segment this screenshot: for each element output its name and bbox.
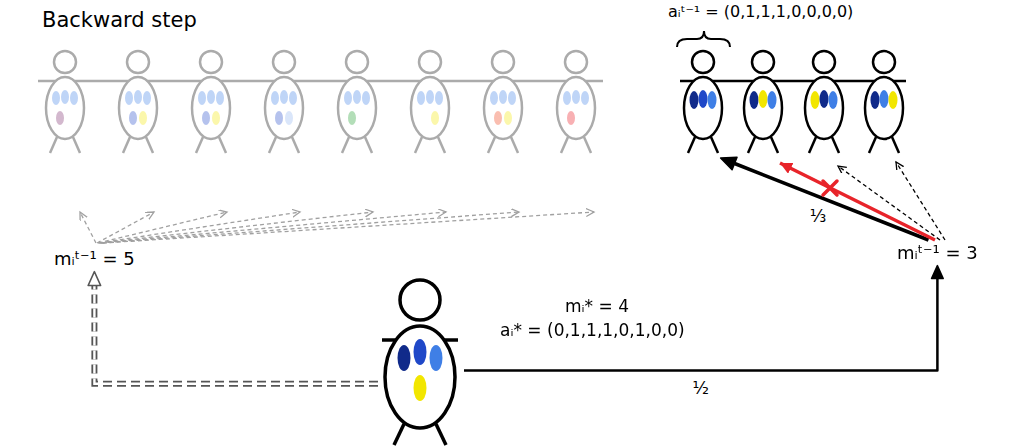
person-figure xyxy=(744,51,782,153)
person-figure xyxy=(192,51,230,153)
person-figure xyxy=(684,51,722,153)
connector-line xyxy=(94,286,378,384)
node-text: aᵢᵗ⁻¹ = (0,1,1,1,0,0,0,0) xyxy=(668,2,853,21)
person-figure xyxy=(484,51,522,153)
node-text: mᵢᵗ⁻¹ = 3 xyxy=(897,242,978,264)
person-figure xyxy=(265,51,303,153)
parent-figure: aᵢᵗ⁻¹ = (0,1,1,1,0,0,0,0) xyxy=(681,48,725,158)
person-figure xyxy=(411,51,449,153)
count-label: mᵢᵗ⁻¹ = 5 xyxy=(50,246,139,272)
sampling-arrows xyxy=(80,212,594,243)
faded-population xyxy=(38,51,603,153)
arrowhead xyxy=(88,272,101,286)
candidate-arrows xyxy=(838,162,945,240)
arrowhead xyxy=(721,157,737,170)
offspring-figure xyxy=(382,280,458,445)
connector xyxy=(464,266,943,371)
connector-line xyxy=(94,286,378,384)
reject-cross xyxy=(823,181,837,195)
node-text: mᵢᵗ⁻¹ = 5 xyxy=(54,248,135,270)
person-figure xyxy=(865,51,903,153)
edge-label: ½ xyxy=(690,378,710,398)
connector-line xyxy=(464,279,937,371)
parent-population xyxy=(680,51,906,153)
rejected-arrow xyxy=(780,163,935,240)
person-figure xyxy=(338,51,376,153)
count-label: mᵢᵗ⁻¹ = 3 xyxy=(893,240,982,266)
connector xyxy=(721,157,929,240)
arms-line xyxy=(38,80,603,83)
connector xyxy=(88,272,378,384)
connector-line xyxy=(735,164,929,241)
person-figure xyxy=(119,51,157,153)
node-text: aᵢ* = (0,1,1,1,0,1,0,0) xyxy=(500,320,685,340)
person-figure xyxy=(46,51,84,153)
node-text: mᵢ* = 4 xyxy=(565,296,629,316)
curly-bracket xyxy=(677,31,730,47)
diagram-title: Backward step xyxy=(42,8,197,33)
person-figure xyxy=(805,51,843,153)
edge-label: ⅓ xyxy=(808,206,828,226)
offspring-figure: mᵢ* = 4aᵢ* = (0,1,1,1,0,1,0,0) xyxy=(378,278,464,446)
person-figure xyxy=(557,51,595,153)
arrowhead xyxy=(932,266,944,279)
